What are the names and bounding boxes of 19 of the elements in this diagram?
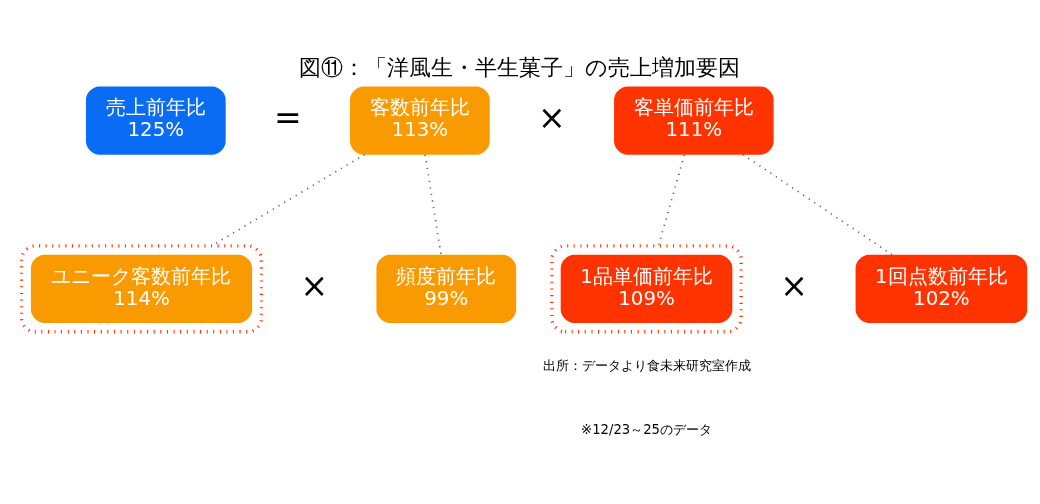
label: × — [300, 266, 329, 306]
diagram-title: 図⑪：「洋風生・半生菓子」の売上増加要因 — [299, 55, 741, 81]
node-box: 頻度前年比 99% — [376, 254, 517, 323]
connector — [424, 154, 442, 256]
node-box: 1品単価前年比 109% — [560, 254, 733, 323]
label: = — [274, 97, 302, 137]
label: 出所：データより食未来研究室作成 — [542, 358, 751, 374]
label: × — [780, 266, 808, 306]
connector — [657, 154, 686, 247]
node-box: 客数前年比 113% — [350, 86, 490, 155]
label: ※12/23～25のデータ — [581, 422, 712, 438]
node-box: 1回点数前年比 102% — [855, 254, 1028, 323]
cluster — [19, 244, 264, 334]
label: × — [538, 97, 566, 137]
node-box: ユニーク客数前年比 114% — [30, 254, 253, 323]
connector — [742, 153, 893, 256]
node-box: 売上前年比 125% — [85, 86, 226, 155]
cluster — [550, 244, 743, 334]
node-box: 客単価前年比 111% — [614, 86, 774, 155]
